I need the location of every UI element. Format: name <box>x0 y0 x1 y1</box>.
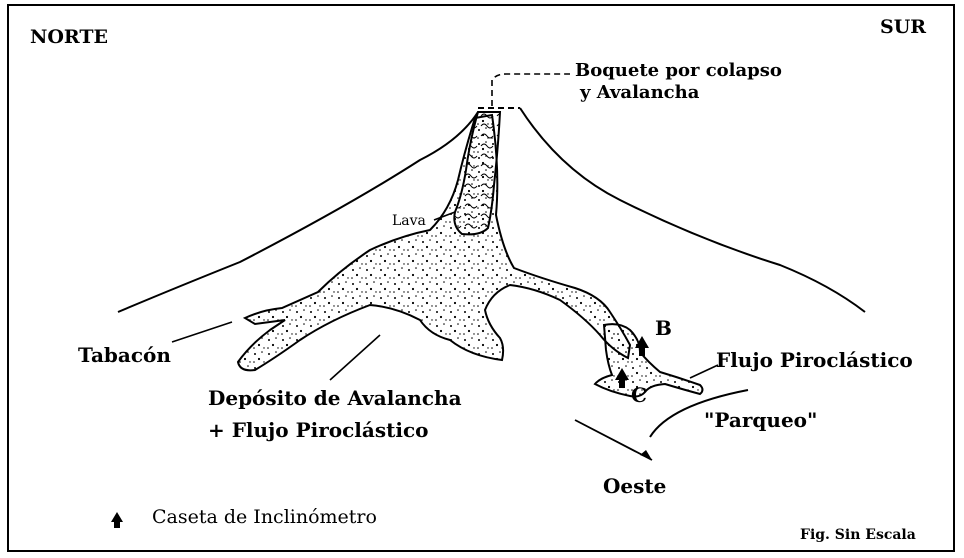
inclinometer-marker-b <box>635 336 649 356</box>
deposito-label-line1: Depósito de Avalancha <box>208 386 462 410</box>
parqueo-curve <box>649 389 749 438</box>
legend-text: Caseta de Inclinómetro <box>152 506 377 528</box>
boquete-label-line2: y Avalancha <box>580 82 700 103</box>
deposito-leader <box>329 334 381 381</box>
lava-channel <box>453 111 502 236</box>
north-label: NORTE <box>30 26 108 48</box>
boquete-label-line1: Boquete por colapso <box>575 60 782 81</box>
figure-frame <box>7 4 955 552</box>
avalanche-deposit <box>236 113 632 372</box>
oeste-arrow <box>574 419 653 461</box>
tabacon-leader <box>171 321 233 343</box>
flujo-leader <box>689 364 719 379</box>
inclinometer-marker-c <box>615 368 629 388</box>
pyroclastic-lobe <box>593 323 704 398</box>
boquete-leader <box>491 73 570 106</box>
oeste-arrowhead <box>640 450 652 460</box>
volcano-left-flank <box>117 111 479 313</box>
south-label: SUR <box>880 16 927 38</box>
tabacon-label: Tabacón <box>78 343 171 367</box>
flujo-piroclastico-label: Flujo Piroclástico <box>716 348 913 372</box>
point-c-label: C <box>631 383 647 407</box>
scale-note: Fig. Sin Escala <box>800 527 916 543</box>
parqueo-label: "Parqueo" <box>704 408 818 432</box>
triangle-marker-icon <box>111 512 123 528</box>
volcano-right-flank <box>519 107 866 313</box>
oeste-label: Oeste <box>603 474 667 498</box>
deposito-label-line2: + Flujo Piroclástico <box>208 418 429 442</box>
point-b-label: B <box>655 316 672 340</box>
lava-label: Lava <box>392 213 426 229</box>
lava-leader <box>433 211 456 221</box>
